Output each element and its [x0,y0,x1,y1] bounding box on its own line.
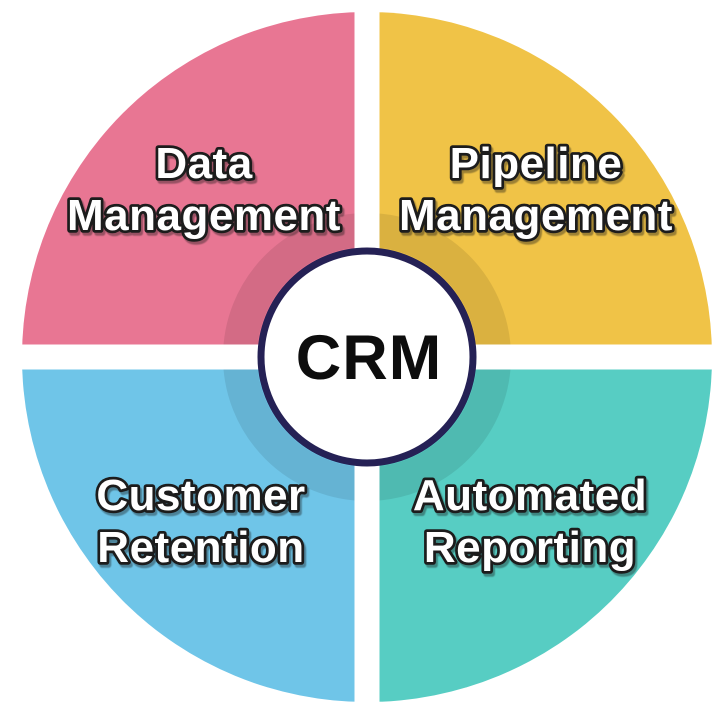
quadrant-pipeline-management [367,12,712,357]
quadrant-automated-reporting [367,357,712,702]
label-automated-reporting: Automated Reporting [410,468,649,575]
quadrant-customer-retention [22,357,367,702]
label-data-management-line2: Management [67,191,341,240]
label-pipeline-management-line1: Pipeline [450,139,623,188]
label-customer-retention-line2: Retention [97,523,304,572]
label-pipeline-management: Pipeline Management [396,136,675,243]
center-label: CRM [296,323,442,393]
label-automated-reporting-line2: Reporting [424,523,636,572]
label-customer-retention: Customer Retention [94,468,308,575]
label-automated-reporting-line1: Automated [413,471,647,520]
center-circle [257,247,477,467]
label-data-management-line1: Data [155,139,252,188]
quadrant-data-management [22,12,367,357]
label-customer-retention-line1: Customer [96,471,305,520]
label-pipeline-management-line2: Management [399,191,673,240]
label-data-management: Data Management [64,136,343,243]
